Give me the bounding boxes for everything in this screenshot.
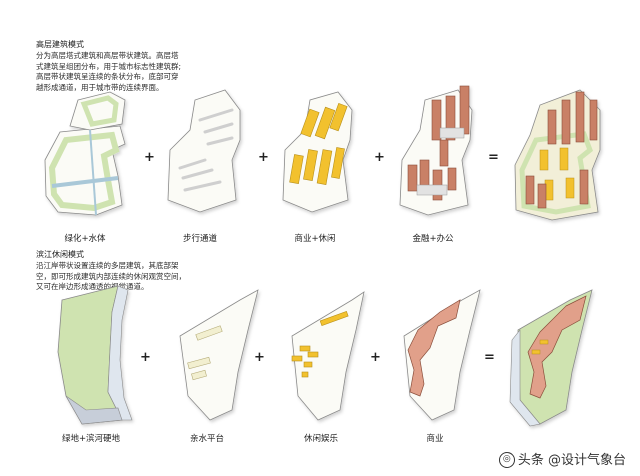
waterfront-plan-2 — [179, 289, 259, 421]
label-green-riverside: 绿地+滨河硬地 — [61, 434, 121, 444]
section1-line: 高层带状建筑呈连续的条状分布，底部可穿 — [36, 72, 179, 81]
watermark-text: 头条 @设计气象台 — [517, 452, 626, 468]
section2-line: 空，即可形成建筑内部连续的休闲观赏空间， — [36, 271, 186, 281]
operator: + — [258, 150, 269, 165]
section1-title: 高层建筑模式 — [36, 40, 84, 49]
green-water-plan-1 — [44, 91, 126, 216]
operator: + — [140, 350, 151, 365]
section1-description: 分为高层塔式建筑和高层带状建筑。高层塔 式建筑呈组团分布，用于城市标志性建筑群;… — [36, 51, 181, 93]
section2-title: 滨江休闲模式 — [36, 250, 84, 259]
label-finance-office: 金融+办公 — [412, 234, 454, 244]
operator: = — [488, 150, 499, 165]
operator: + — [374, 150, 385, 165]
leisure-plan-2 — [291, 291, 365, 421]
label-commerce: 商业 — [426, 434, 444, 444]
green-riverside-plan-2 — [57, 285, 133, 425]
pedestrian-plan-1 — [167, 89, 241, 213]
label-leisure-entertainment: 休闲娱乐 — [303, 434, 338, 444]
section1-line: 分为高层塔式建筑和高层带状建筑。高层塔 — [36, 51, 179, 60]
label-green-water: 绿化+水体 — [64, 234, 106, 244]
operator: + — [254, 350, 265, 365]
commerce-plan-1 — [282, 91, 353, 213]
label-pedestrian: 步行通道 — [182, 234, 217, 244]
section2-line: 沿江岸带状设置连续的多层建筑，其底部架 — [36, 261, 179, 270]
section2-description: 沿江岸带状设置连续的多层建筑，其底部架 空，即可形成建筑内部连续的休闲观赏空间，… — [36, 261, 186, 293]
label-waterfront-platform: 亲水平台 — [189, 434, 224, 444]
operator: = — [484, 350, 495, 365]
finance-plan-1 — [399, 85, 473, 216]
commerce-plan-2 — [403, 289, 481, 421]
operator: + — [144, 150, 155, 165]
section1-line: 越形成通道，用于城市带的连续界面。 — [36, 82, 164, 92]
label-commerce-leisure: 商业+休闲 — [294, 234, 336, 244]
watermark-logo-icon: ◎ — [498, 452, 515, 468]
operator: + — [370, 350, 381, 365]
composite-plan-2 — [509, 289, 593, 427]
section2-line: 又可在岸边形成通透的视觉通道。 — [36, 282, 149, 291]
watermark: ◎头条 @设计气象台 — [498, 449, 626, 468]
section1-line: 式建筑呈组团分布，用于城市标志性建筑群; — [36, 61, 182, 71]
composite-plan-1 — [514, 89, 601, 221]
